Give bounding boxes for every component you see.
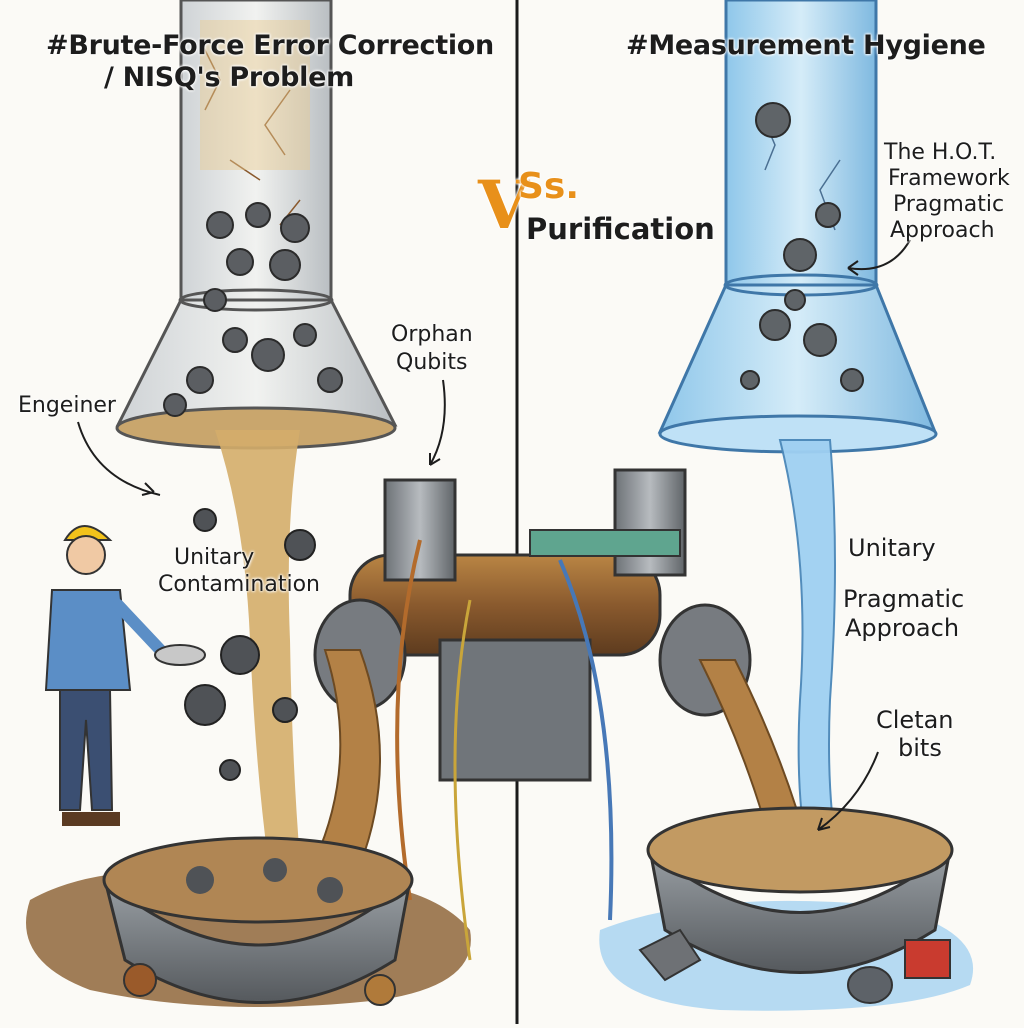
hot-framework-line1: The H.O.T. — [884, 140, 997, 165]
contamination-label-line2: Contamination — [158, 572, 320, 597]
hot-framework-line2: Framework — [888, 166, 1010, 191]
central-pipe-machinery — [313, 468, 752, 961]
left-title-line1: #Brute-Force Error Correction — [46, 30, 494, 61]
right-title: #Measurement Hygiene — [626, 30, 986, 61]
pragmatic-approach-line2: Approach — [845, 614, 960, 642]
pragmatic-approach-line1: Pragmatic — [843, 585, 965, 613]
clean-bits-line2: bits — [898, 734, 942, 762]
annotation-arrows — [77, 239, 911, 831]
hot-framework-line4: Approach — [890, 218, 995, 243]
left-title-line2: / NISQ's Problem — [104, 62, 354, 93]
hot-framework-line3: Pragmatic — [893, 192, 1005, 217]
clean-bits-line1: Cletan — [876, 706, 954, 734]
vs-letter-v: V — [478, 166, 530, 244]
vs-letter-s: Ss. — [518, 166, 580, 207]
left-sludge-stream — [215, 430, 300, 860]
right-tube-particles — [740, 102, 864, 392]
left-bowl — [102, 836, 414, 1004]
unitary-label: Unitary — [848, 534, 936, 562]
right-tube — [657, 0, 938, 454]
ground-debris — [123, 928, 951, 1006]
engineer-figure — [44, 525, 206, 826]
left-tube-particles — [163, 202, 343, 417]
orphan-qubits-line1: Orphan — [391, 322, 473, 347]
engineer-label: Engeiner — [18, 393, 116, 418]
right-bowl — [646, 806, 954, 974]
purification-label: Purification — [526, 212, 715, 246]
orphan-qubits-line2: Qubits — [396, 350, 468, 375]
contamination-label-line1: Unitary — [174, 545, 255, 570]
falling-debris — [184, 508, 316, 781]
